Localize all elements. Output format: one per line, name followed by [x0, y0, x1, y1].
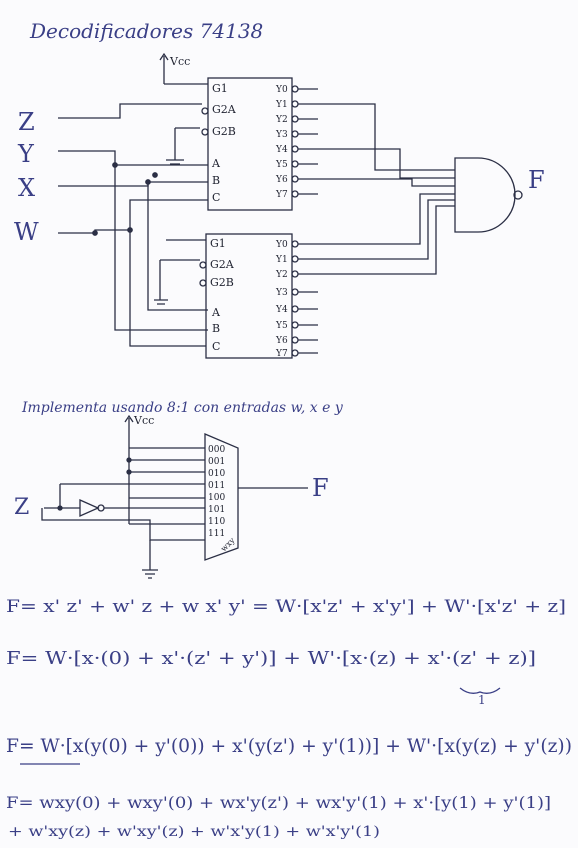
decoder-top-y1: Y1 — [275, 100, 288, 110]
decoder-top-y5: Y5 — [275, 160, 288, 170]
decoder-top-y2: Y2 — [275, 115, 288, 125]
mux-heading: Implementa usando 8:1 con entradas w, x … — [21, 400, 344, 416]
vcc-arrow-icon — [159, 52, 169, 84]
decoder-bottom-pin-c: C — [212, 340, 220, 353]
decoder-top-output-bubbles — [201, 85, 318, 198]
decoder-bottom-y3: Y3 — [275, 288, 288, 298]
decoder-bottom-pin-g2b: G2B — [210, 276, 234, 289]
vcc-label: Vcc — [169, 55, 190, 68]
decoder-top-y3: Y3 — [275, 130, 288, 140]
equation-5: + w'xy(z) + w'xy'(z) + w'x'y(1) + w'x'y'… — [8, 824, 380, 840]
decoder-top-y0: Y0 — [275, 85, 288, 95]
decoder-top-pin-c: C — [212, 191, 220, 204]
equation-2-brace-icon — [459, 687, 501, 694]
input-x-label: X — [18, 174, 35, 202]
nand-gate — [454, 157, 516, 233]
equation-3: F= W·[x(y(0) + y'(0)) + x'(y(z') + y'(1)… — [6, 735, 572, 757]
mux-input-110: 110 — [208, 517, 225, 527]
decoder-bottom-y7: Y7 — [275, 349, 288, 359]
decoder-top-pin-a: A — [211, 157, 221, 170]
input-y-label: Y — [17, 140, 35, 168]
mux-output-label: F — [312, 474, 329, 502]
mux-input-111: 111 — [208, 529, 225, 539]
input-w-label: W — [14, 218, 39, 246]
decoder-bottom-y4: Y4 — [275, 305, 288, 315]
mux-body — [204, 433, 239, 561]
page-title: Decodificadores 74138 — [29, 19, 263, 43]
decoder-top-select-pins: A B C — [211, 157, 221, 204]
equation-2-brace-note: 1 — [478, 693, 486, 707]
decoder-bottom-pin-a: A — [211, 306, 221, 319]
mux-wiring — [41, 447, 308, 579]
decoder-top-y6: Y6 — [275, 175, 288, 185]
input-wiring — [58, 103, 208, 347]
equation-1: F= x' z' + w' z + w x' y' = W·[x'z' + x'… — [6, 597, 566, 617]
mux-input-001: 001 — [208, 457, 225, 467]
nand-output-bubble — [513, 190, 523, 200]
equation-2: F= W·[x·(0) + x'·(z' + y')] + W'·[x·(z) … — [6, 648, 536, 669]
decoder-top-enable-pins: G1 G2A G2B — [212, 82, 237, 138]
nand-input-wiring — [318, 103, 455, 275]
decoder-top-y7: Y7 — [275, 190, 288, 200]
input-z-label: Z — [18, 108, 35, 136]
decoder-bottom-y6: Y6 — [275, 336, 288, 346]
decoder-top-pin-g2a: G2A — [212, 103, 237, 116]
decoder-bottom-pin-g2a: G2A — [210, 258, 235, 271]
decoder-top-pin-g1: G1 — [212, 82, 228, 95]
decoder-top-y4: Y4 — [275, 145, 288, 155]
equation-4: F= wxy(0) + wxy'(0) + wx'y(z') + wx'y'(1… — [6, 793, 551, 812]
decoder-bottom-y2: Y2 — [275, 270, 288, 280]
decoder-top-body — [207, 77, 293, 211]
mux-input-010: 010 — [208, 469, 225, 479]
decoder-top-outputs: Y0 Y1 Y2 Y3 Y4 Y5 Y6 Y7 — [275, 85, 288, 200]
decoder-bottom-pin-b: B — [212, 322, 220, 335]
mux-input-z-label: Z — [14, 495, 29, 520]
decoder-bottom-body — [205, 233, 293, 359]
decoder-top-pin-g2b: G2B — [212, 125, 236, 138]
mux-input-011: 011 — [208, 481, 225, 491]
decoder-bottom-output-bubbles — [199, 240, 318, 357]
mux-input-101: 101 — [208, 505, 225, 515]
decoder-bottom-y0: Y0 — [275, 240, 288, 250]
decoder-bottom-pin-g1: G1 — [210, 237, 226, 250]
decoder-bottom-enable-pins: G1 G2A G2B — [210, 237, 235, 289]
nand-output-label: F — [528, 166, 545, 194]
mux-vcc-label: Vcc — [133, 414, 154, 427]
decoder-bottom-select-pins: A B C — [211, 306, 221, 353]
decoder-bottom-y5: Y5 — [275, 321, 288, 331]
decoder-bottom-outputs: Y0 Y1 Y2 Y3 Y4 Y5 Y6 Y7 — [275, 240, 288, 359]
decoder-top-pin-b: B — [212, 174, 220, 187]
mux-input-000: 000 — [208, 445, 225, 455]
mux-input-labels: 000 001 010 011 100 101 110 111 — [208, 445, 225, 539]
decoder-bottom-y1: Y1 — [275, 255, 288, 265]
mux-vcc-arrow-icon — [124, 414, 134, 448]
mux-input-100: 100 — [208, 493, 225, 503]
